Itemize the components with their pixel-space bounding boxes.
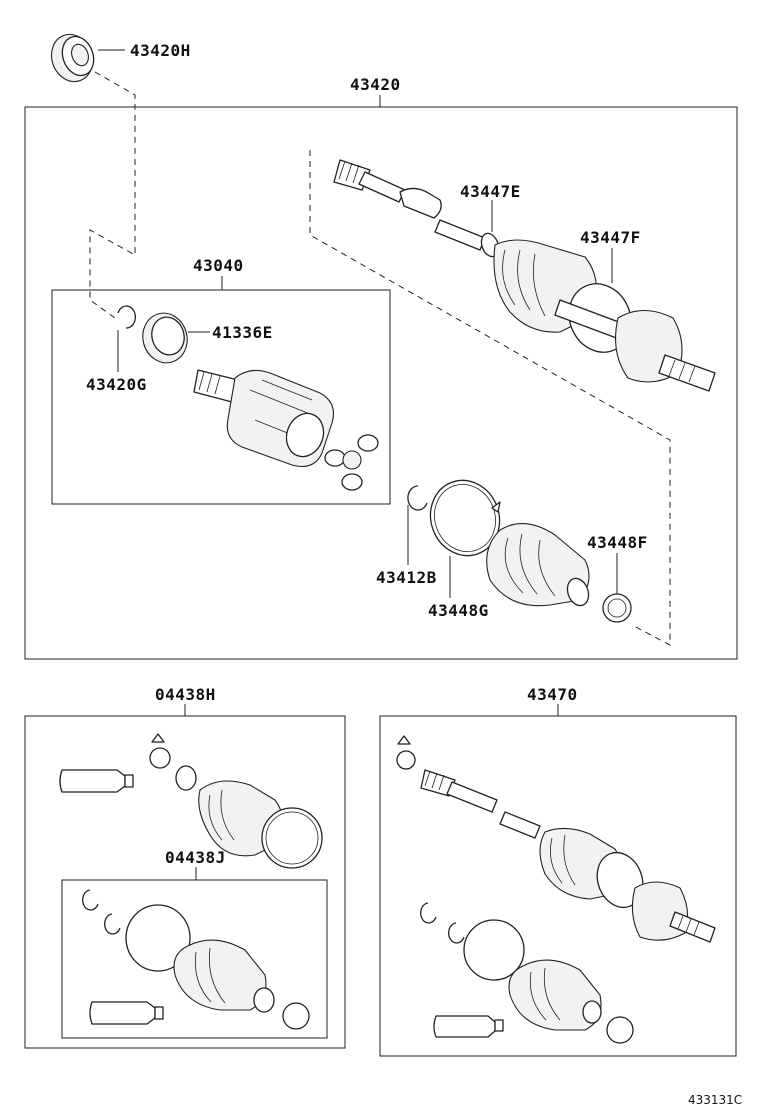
kit-box-04438J	[61, 879, 328, 1039]
label-43040[interactable]: 43040	[193, 256, 244, 275]
snap-ring-kit-j-1[interactable]	[82, 889, 99, 911]
band-kit-h-inner	[265, 811, 319, 865]
label-41336E[interactable]: 41336E	[212, 323, 273, 342]
clamp-43470-small[interactable]	[396, 735, 416, 770]
outboard-joint-43470[interactable]	[631, 881, 716, 943]
label-43420G[interactable]: 43420G	[86, 375, 147, 394]
band-43470[interactable]	[463, 919, 525, 981]
band-kit-h[interactable]	[261, 807, 323, 869]
grease-tube-kit-j[interactable]	[89, 1001, 164, 1025]
band-kit-j[interactable]	[125, 904, 191, 972]
boot-band-43448G[interactable]	[420, 471, 510, 566]
label-04438J[interactable]: 04438J	[165, 848, 226, 867]
label-43447E[interactable]: 43447E	[460, 182, 521, 201]
label-43412B[interactable]: 43412B	[376, 568, 437, 587]
clamp-kit-j[interactable]	[282, 1002, 310, 1030]
dust-seal-41336E[interactable]	[137, 308, 192, 368]
label-43448G[interactable]: 43448G	[428, 601, 489, 620]
clamp-kit-h-small[interactable]	[149, 733, 171, 769]
label-43470[interactable]: 43470	[527, 685, 578, 704]
boot-43470[interactable]	[508, 959, 602, 1031]
boot-clamp-43448F[interactable]	[602, 593, 632, 623]
dashed-guide-left	[89, 71, 136, 319]
outboard-joint-upper[interactable]	[554, 299, 716, 392]
tripod-bearing[interactable]	[324, 434, 379, 491]
label-04438H[interactable]: 04438H	[155, 685, 216, 704]
inboard-boot[interactable]	[486, 523, 593, 609]
assembly-box-43420	[24, 106, 738, 660]
label-43420[interactable]: 43420	[350, 75, 401, 94]
dashed-guide-right	[309, 150, 671, 646]
label-43420H[interactable]: 43420H	[130, 41, 191, 60]
snap-ring-43470-2[interactable]	[448, 922, 465, 944]
label-43447F[interactable]: 43447F	[580, 228, 641, 247]
oil-seal-43420H[interactable]	[45, 29, 99, 88]
assembly-box-43040	[51, 289, 391, 505]
grease-tube-43470[interactable]	[433, 1015, 504, 1038]
clamp-43470-large[interactable]	[590, 846, 650, 914]
diagram-code: 433131C	[688, 1093, 742, 1107]
drive-shaft-43470[interactable]	[420, 769, 624, 900]
clamp-43470-end[interactable]	[606, 1016, 634, 1044]
grease-tube-kit-h[interactable]	[59, 769, 134, 793]
boot-kit-j[interactable]	[173, 939, 275, 1013]
snap-ring-43470-1[interactable]	[420, 902, 437, 924]
snap-ring-43412B[interactable]	[407, 485, 428, 511]
drive-shaft-upper[interactable]	[333, 159, 486, 251]
clamp-kit-h-medium[interactable]	[175, 765, 197, 791]
snap-ring-kit-j-2[interactable]	[104, 913, 121, 935]
label-43448F[interactable]: 43448F	[587, 533, 648, 552]
inboard-joint-housing[interactable]	[193, 369, 335, 468]
snap-ring-43420G[interactable]	[117, 305, 136, 329]
